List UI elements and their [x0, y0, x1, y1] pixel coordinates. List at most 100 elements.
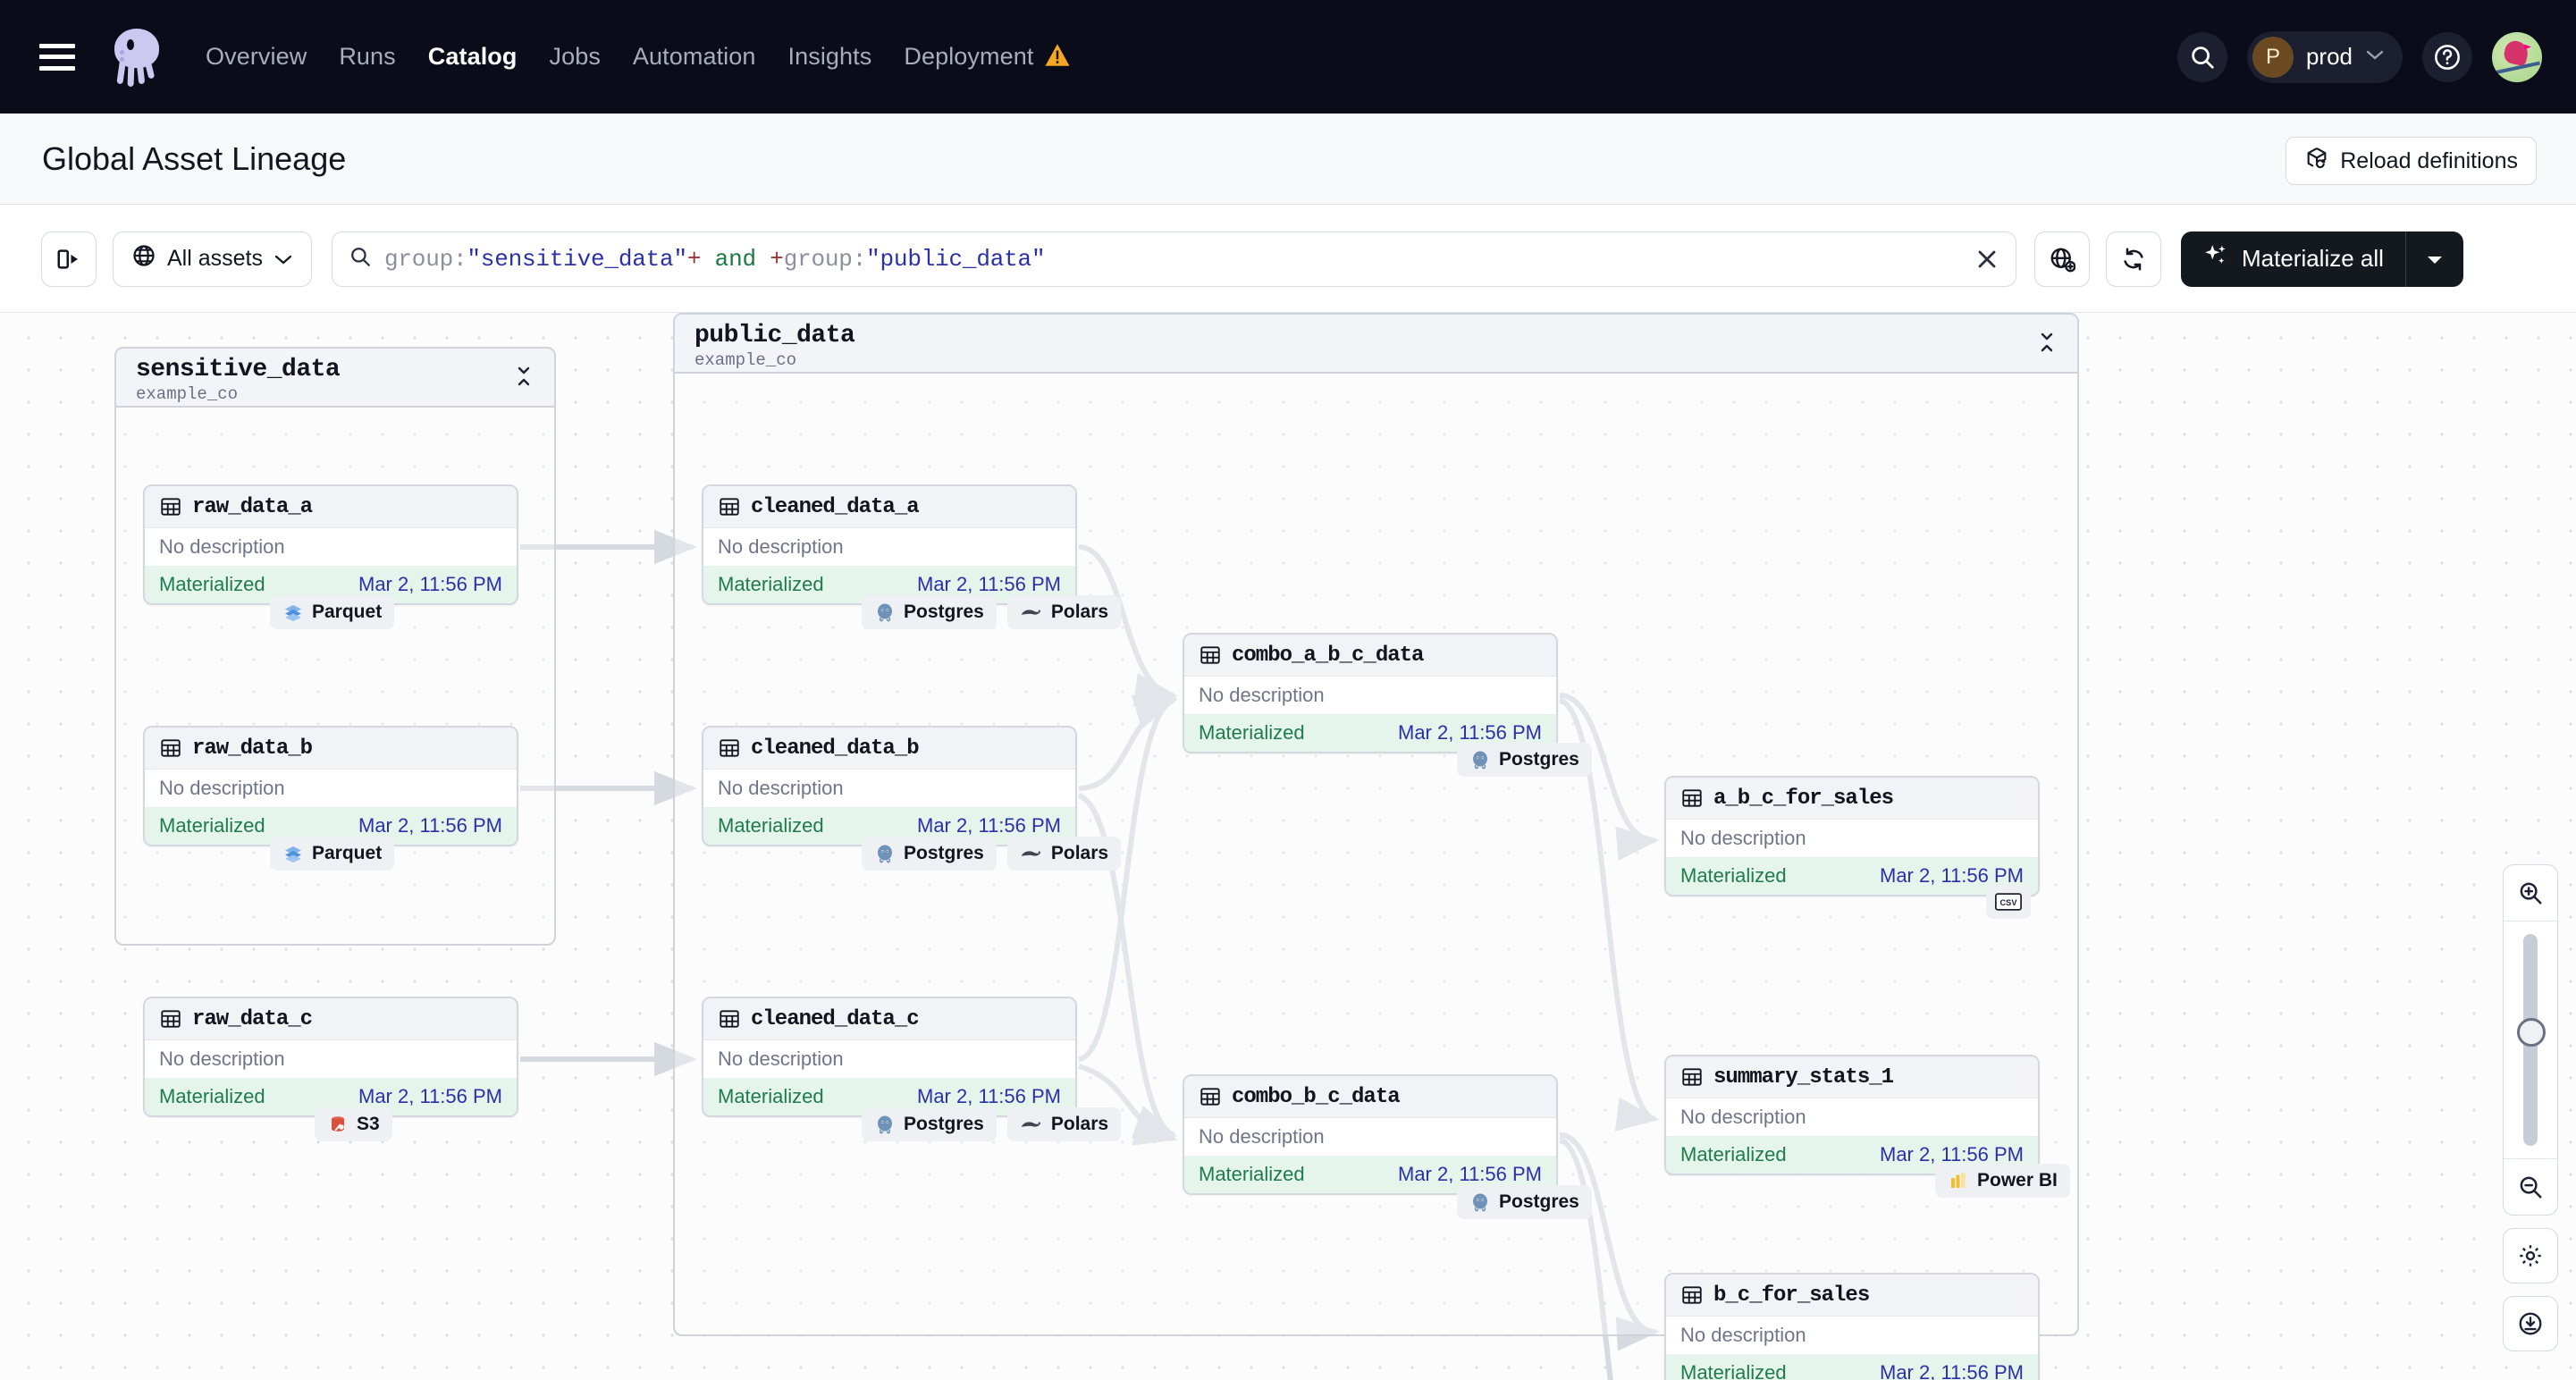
materialization-timestamp[interactable]: Mar 2, 11:56 PM	[358, 814, 502, 837]
sidebar-toggle-button[interactable]	[41, 231, 97, 287]
postgres-icon	[1469, 1191, 1491, 1213]
svg-text:CSV: CSV	[1999, 898, 2017, 907]
nav-link-overview[interactable]: Overview	[206, 43, 307, 70]
asset-node-tags: Parquet	[270, 595, 395, 629]
asset-tag-postgres[interactable]: Postgres	[1457, 743, 1592, 777]
materialization-timestamp[interactable]: Mar 2, 11:56 PM	[1880, 1143, 2024, 1165]
asset-node-description: No description	[718, 535, 844, 558]
zoom-slider-handle[interactable]	[2517, 1018, 2546, 1047]
materialization-timestamp[interactable]: Mar 2, 11:56 PM	[1880, 864, 2024, 887]
nav-link-automation[interactable]: Automation	[632, 43, 756, 70]
powerbi-icon	[1948, 1170, 1969, 1191]
asset-scope-label: All assets	[167, 246, 263, 271]
materialization-timestamp[interactable]: Mar 2, 11:56 PM	[1398, 1163, 1542, 1185]
asset-tag-postgres[interactable]: Postgres	[1457, 1185, 1592, 1219]
asset-tag-postgres[interactable]: Postgres	[862, 837, 997, 871]
nav-link-insights[interactable]: Insights	[787, 43, 872, 70]
clear-query-icon[interactable]	[1973, 245, 2001, 278]
asset-node-title: combo_a_b_c_data	[1232, 643, 1424, 668]
asset-tag-postgres[interactable]: Postgres	[862, 595, 997, 629]
zoom-slider[interactable]	[2504, 921, 2557, 1158]
materialization-timestamp[interactable]: Mar 2, 11:56 PM	[1398, 721, 1542, 744]
nav-link-jobs[interactable]: Jobs	[549, 43, 601, 70]
materialization-timestamp[interactable]: Mar 2, 11:56 PM	[917, 814, 1061, 837]
asset-tag-polars[interactable]: Polars	[1006, 837, 1122, 871]
polars-icon	[1020, 1115, 1043, 1133]
materialization-timestamp[interactable]: Mar 2, 11:56 PM	[358, 573, 502, 595]
postgres-icon	[874, 1114, 896, 1135]
asset-node-header: combo_a_b_c_data	[1184, 635, 1556, 677]
asset-node-description: No description	[1680, 1324, 1806, 1346]
materialize-options-caret[interactable]	[2406, 252, 2463, 266]
dagster-logo-icon[interactable]	[107, 27, 168, 88]
asset-scope-filter[interactable]: All assets	[113, 231, 312, 287]
asset-tag-s3[interactable]: S3	[315, 1107, 392, 1141]
nav-link-catalog[interactable]: Catalog	[427, 43, 518, 70]
collapse-vertical-icon	[2036, 331, 2058, 354]
status-badge: Materialized	[1680, 1143, 1787, 1165]
asset-tag-postgres[interactable]: Postgres	[862, 1107, 997, 1141]
query-token: +	[770, 245, 784, 273]
materialize-all-button[interactable]: Materialize all	[2180, 231, 2463, 287]
nav-right-cluster: P prod	[2176, 0, 2542, 114]
asset-tag-parquet[interactable]: Parquet	[270, 595, 395, 629]
asset-tag-csv[interactable]: CSV	[1986, 885, 2031, 919]
download-circle-icon[interactable]	[2503, 1296, 2558, 1351]
chevron-down-icon	[274, 246, 293, 272]
zoom-out-icon[interactable]	[2504, 1159, 2557, 1215]
user-avatar[interactable]	[2492, 31, 2542, 82]
asset-query-input[interactable]: group:"sensitive_data"+ and +group:"publ…	[331, 231, 2016, 287]
asset-tag-parquet[interactable]: Parquet	[270, 837, 395, 871]
query-token: group	[783, 245, 853, 273]
reload-definitions-button[interactable]: Reload definitions	[2286, 137, 2537, 185]
materialization-timestamp[interactable]: Mar 2, 11:56 PM	[358, 1085, 502, 1107]
help-icon[interactable]	[2422, 31, 2472, 82]
asset-tag-label: Postgres	[904, 1114, 984, 1134]
asset-tag-label: Postgres	[904, 602, 984, 622]
asset-node-tags: CSV	[1986, 885, 2031, 919]
asset-node-status: Materialized Mar 2, 11:56 PM	[1666, 1136, 2038, 1174]
asset-node-title: cleaned_data_c	[751, 1006, 920, 1031]
parquet-icon	[282, 602, 304, 623]
asset-node-tags: Parquet	[270, 837, 395, 871]
search-icon[interactable]	[2176, 31, 2227, 82]
gear-icon[interactable]	[2503, 1228, 2558, 1283]
status-badge: Materialized	[159, 1085, 265, 1107]
asset-tag-label: S3	[357, 1114, 380, 1134]
nav-link-deployment[interactable]: Deployment	[904, 43, 1034, 70]
materialization-timestamp[interactable]: Mar 2, 11:56 PM	[1880, 1361, 2024, 1380]
status-badge: Materialized	[718, 573, 824, 595]
asset-node-tags: S3	[315, 1107, 392, 1141]
asset-query-value: group:"sensitive_data"+ and +group:"publ…	[384, 245, 1046, 273]
status-badge: Materialized	[159, 573, 265, 595]
materialization-timestamp[interactable]: Mar 2, 11:56 PM	[917, 1085, 1061, 1107]
collapse-vertical-icon[interactable]	[513, 365, 535, 392]
asset-tag-power-bi[interactable]: Power BI	[1935, 1164, 2070, 1198]
collapse-vertical-icon[interactable]	[2036, 331, 2058, 358]
asset-node-tags: Postgres Polars	[862, 595, 1122, 629]
sparkle-icon	[2202, 242, 2229, 275]
materialize-divider	[2404, 231, 2406, 287]
refresh-button[interactable]	[2105, 231, 2161, 287]
nav-link-runs[interactable]: Runs	[339, 43, 396, 70]
deployment-selector[interactable]: P prod	[2246, 30, 2403, 83]
asset-tag-polars[interactable]: Polars	[1006, 595, 1122, 629]
globe-plus-button[interactable]	[2033, 231, 2090, 287]
hamburger-menu-icon[interactable]	[39, 43, 75, 71]
asset-tag-polars[interactable]: Polars	[1006, 1107, 1122, 1141]
query-token: "sensitive_data"	[467, 245, 687, 273]
materialization-timestamp[interactable]: Mar 2, 11:56 PM	[917, 573, 1061, 595]
zoom-in-icon[interactable]	[2504, 865, 2557, 921]
